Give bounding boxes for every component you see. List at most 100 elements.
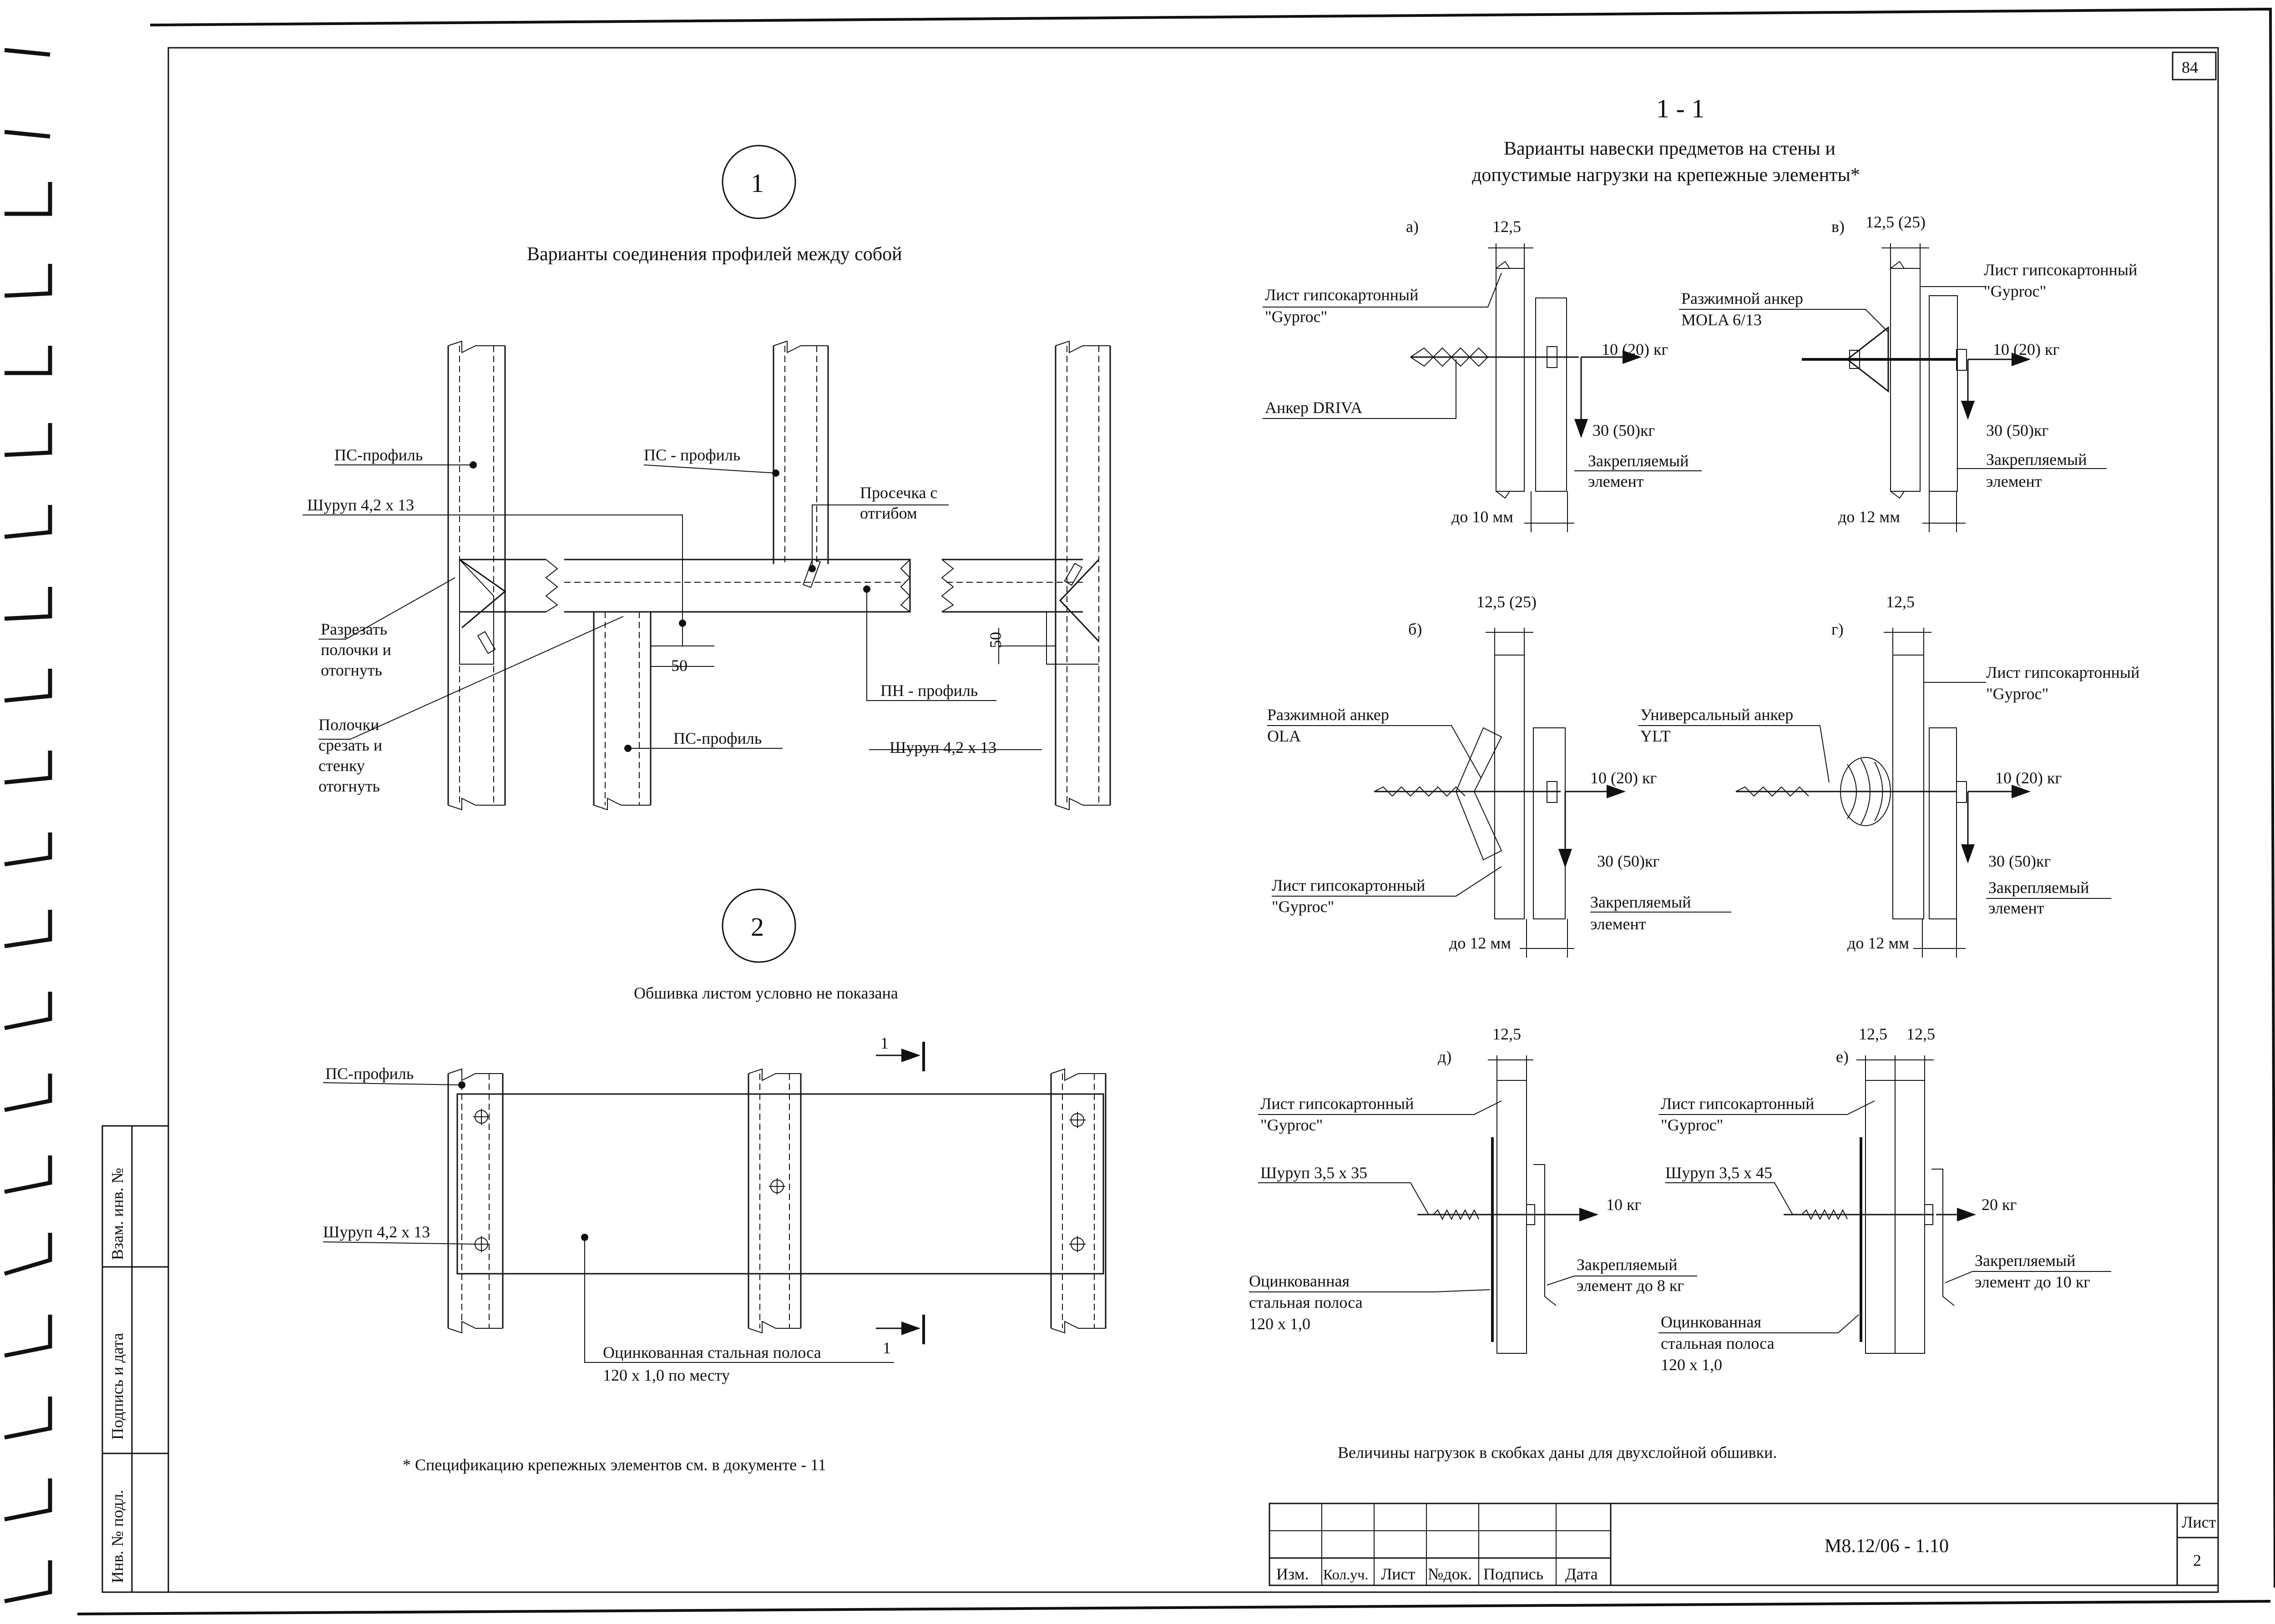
section-marks xyxy=(876,1042,925,1344)
variant-d-sheet-1: Лист гипсокартонный xyxy=(1260,1094,1414,1113)
variant-e-element-1: Закрепляемый xyxy=(1975,1251,2075,1270)
variant-d-element-2: элемент до 8 кг xyxy=(1577,1276,1684,1295)
variant-e xyxy=(1658,1055,2111,1354)
label-strip-1: Оцинкованная стальная полоса xyxy=(603,1343,821,1362)
variant-b-anchor-1: Разжимной анкер xyxy=(1267,706,1389,724)
detail-1-leaders xyxy=(303,461,1056,752)
variant-g-dim-bottom: до 12 мм xyxy=(1847,934,1909,952)
variant-g-anchor-1: Универсальный анкер xyxy=(1640,706,1793,724)
variant-g-element-2: элемент xyxy=(1988,899,2044,917)
section-mark-bottom: 1 xyxy=(883,1339,891,1357)
variant-v-element-1: Закрепляемый xyxy=(1986,450,2087,469)
profile-left xyxy=(447,340,506,811)
variant-d-sheet-2: "Gyproc" xyxy=(1260,1116,1323,1134)
variant-e-screw: Шуруп 3,5 х 45 xyxy=(1665,1164,1772,1182)
variant-v-dim-top: 12,5 (25) xyxy=(1866,213,1926,231)
variant-e-strip-2: стальная полоса xyxy=(1661,1334,1774,1352)
tb-col-data: Дата xyxy=(1565,1565,1598,1583)
variant-b-element-1: Закрепляемый xyxy=(1590,893,1691,911)
variant-a-load-v: 30 (50)кг xyxy=(1592,421,1655,439)
variant-d xyxy=(1249,1055,1697,1354)
variant-d-screw: Шуруп 3,5 х 35 xyxy=(1260,1164,1367,1182)
variant-a-load-h: 10 (20) кг xyxy=(1602,340,1668,358)
note-loads: Величины нагрузок в скобках даны для дву… xyxy=(1338,1443,1777,1462)
detail-2-screws xyxy=(473,1109,1086,1252)
variant-d-letter: д) xyxy=(1438,1048,1451,1066)
detail-1-circle xyxy=(722,145,796,219)
variant-g xyxy=(1638,628,2111,958)
profile-right xyxy=(1046,340,1111,811)
variant-v-load-v: 30 (50)кг xyxy=(1986,421,2048,439)
variant-e-dim-top-2: 12,5 xyxy=(1906,1025,1935,1043)
variant-a-sheet-2: "Gyproc" xyxy=(1265,308,1327,326)
label-razrezat-2: полочки и xyxy=(321,641,391,659)
variant-e-dim-top-1: 12,5 xyxy=(1859,1025,1887,1043)
page-number-box: 84 xyxy=(2172,51,2217,81)
variant-b-dim-bottom: до 12 мм xyxy=(1449,934,1511,952)
variant-e-letter: е) xyxy=(1836,1048,1849,1066)
detail-2-number: 2 xyxy=(751,912,764,942)
label-polochki-1: Полочки xyxy=(318,716,379,734)
section-subtitle-2: допустимые нагрузки на крепежные элемент… xyxy=(1472,165,1860,186)
label-polochki-2: срезать и xyxy=(318,736,382,754)
tb-col-podpis: Подпись xyxy=(1483,1565,1543,1583)
label-shurup-right: Шуруп 4,2 х 13 xyxy=(890,738,996,757)
variant-b-sheet-1: Лист гипсокартонный xyxy=(1272,876,1425,894)
variant-b xyxy=(1267,628,1731,958)
variant-e-element-2: элемент до 10 кг xyxy=(1975,1273,2090,1291)
detail-1: 1 Варианты соединения профилей между соб… xyxy=(303,145,1111,811)
variant-v-letter: в) xyxy=(1831,217,1845,236)
variant-b-sheet-2: "Gyproc" xyxy=(1272,898,1334,916)
note-specification: * Спецификацию крепежных элементов см. в… xyxy=(403,1456,826,1474)
label-ps-profile-bottom: ПС-профиль xyxy=(673,729,762,747)
section-1-1: 1 - 1 Варианты навески предметов на стен… xyxy=(1249,94,2139,1462)
variant-a-dim-top: 12,5 xyxy=(1492,217,1521,236)
variant-a-element-2: элемент xyxy=(1588,472,1644,490)
stamp-podpis: Подпись и дата xyxy=(108,1333,126,1440)
label-shurup-d2: Шуруп 4,2 х 13 xyxy=(323,1223,430,1241)
variant-v-sheet-1: Лист гипсокартонный xyxy=(1984,261,2137,279)
label-polochki-3: стенку xyxy=(318,757,365,775)
variant-a-dim-bottom: до 10 мм xyxy=(1451,508,1513,526)
side-stamp: Взам. инв. № Подпись и дата Инв. № подл. xyxy=(101,1125,169,1593)
tb-sheet-number: 2 xyxy=(2193,1551,2201,1569)
variant-v-element-2: элемент xyxy=(1986,472,2042,490)
variant-b-anchor-2: OLA xyxy=(1267,727,1301,745)
dim-50-vertical: 50 xyxy=(986,632,1005,648)
section-mark-top: 1 xyxy=(880,1034,889,1052)
variant-d-element-1: Закрепляемый xyxy=(1577,1256,1677,1274)
tb-sheet-label: Лист xyxy=(2182,1513,2216,1531)
variant-g-element-1: Закрепляемый xyxy=(1988,878,2089,897)
variant-d-strip-3: 120 х 1,0 xyxy=(1249,1315,1310,1333)
stamp-inv: Инв. № подл. xyxy=(108,1490,126,1583)
variant-b-element-2: элемент xyxy=(1590,915,1646,933)
section-subtitle-1: Варианты навески предметов на стены и xyxy=(1504,138,1835,159)
variant-d-strip-2: стальная полоса xyxy=(1249,1293,1363,1311)
detail-2-title: Обшивка листом условно не показана xyxy=(634,984,898,1002)
variant-d-strip-1: Оцинкованная xyxy=(1249,1272,1350,1290)
variant-v-anchor-2: MOLA 6/13 xyxy=(1681,311,1762,329)
label-razrezat-1: Разрезать xyxy=(321,620,387,638)
label-razrezat-3: отогнуть xyxy=(321,661,382,679)
detail-1-title: Варианты соединения профилей между собой xyxy=(527,244,902,265)
variant-d-dim-top: 12,5 xyxy=(1492,1025,1521,1043)
detail-2: 2 Обшивка листом условно не показана xyxy=(323,888,1107,1384)
variant-g-load-v: 30 (50)кг xyxy=(1988,852,2051,870)
variant-d-load-h: 10 кг xyxy=(1606,1195,1641,1214)
variant-v xyxy=(1679,243,2107,532)
sheet-border xyxy=(77,7,2275,1615)
variant-a xyxy=(1263,243,1702,532)
detail-2-profiles xyxy=(447,1068,1107,1334)
profile-horizontal xyxy=(460,559,1083,613)
variant-e-load-h: 20 кг xyxy=(1982,1195,2017,1214)
variant-g-anchor-2: YLT xyxy=(1640,727,1671,745)
detail-2-leaders xyxy=(323,1081,894,1363)
label-ps-profile-left: ПС-профиль xyxy=(334,446,423,464)
variant-a-letter: а) xyxy=(1406,217,1419,236)
variant-e-strip-1: Оцинкованная xyxy=(1661,1313,1761,1331)
variant-b-letter: б) xyxy=(1408,620,1422,638)
stamp-vzam: Взам. инв. № xyxy=(108,1168,126,1260)
detail-1-number: 1 xyxy=(751,168,764,198)
variant-a-anchor: Анкер DRIVA xyxy=(1265,398,1362,417)
